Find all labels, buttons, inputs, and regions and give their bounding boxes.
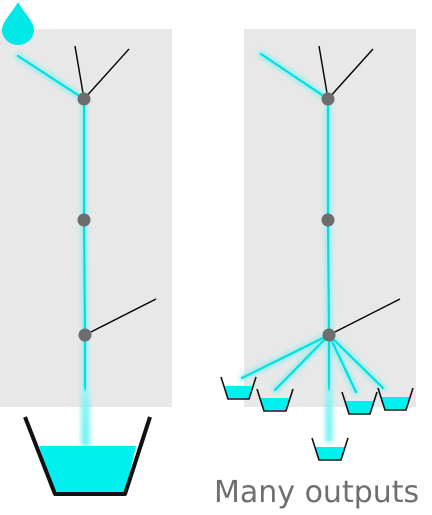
cup-icon [256,388,294,412]
node [322,328,336,342]
many-outputs-panel [220,29,416,461]
single-output-panel [0,2,172,496]
cup-icon [311,437,349,461]
cup-icon [377,387,414,411]
falling-stream [81,390,90,446]
right-branches [318,45,401,336]
branch [318,45,329,100]
falling-stream [325,390,333,442]
right-flow-path [238,50,387,396]
caption-many-outputs: Many outputs [214,475,420,510]
node [321,213,335,227]
water-drop-icon [2,2,34,45]
node [77,213,91,227]
branch [74,45,85,100]
left-branches [74,45,157,336]
cup-icon [220,376,257,400]
bucket-icon [23,416,152,496]
node [78,328,92,342]
cup-icon [341,391,378,415]
node [321,92,335,106]
branch [83,48,130,100]
branch [328,298,401,336]
branch [84,298,157,336]
branch [327,48,374,100]
node [77,92,91,106]
